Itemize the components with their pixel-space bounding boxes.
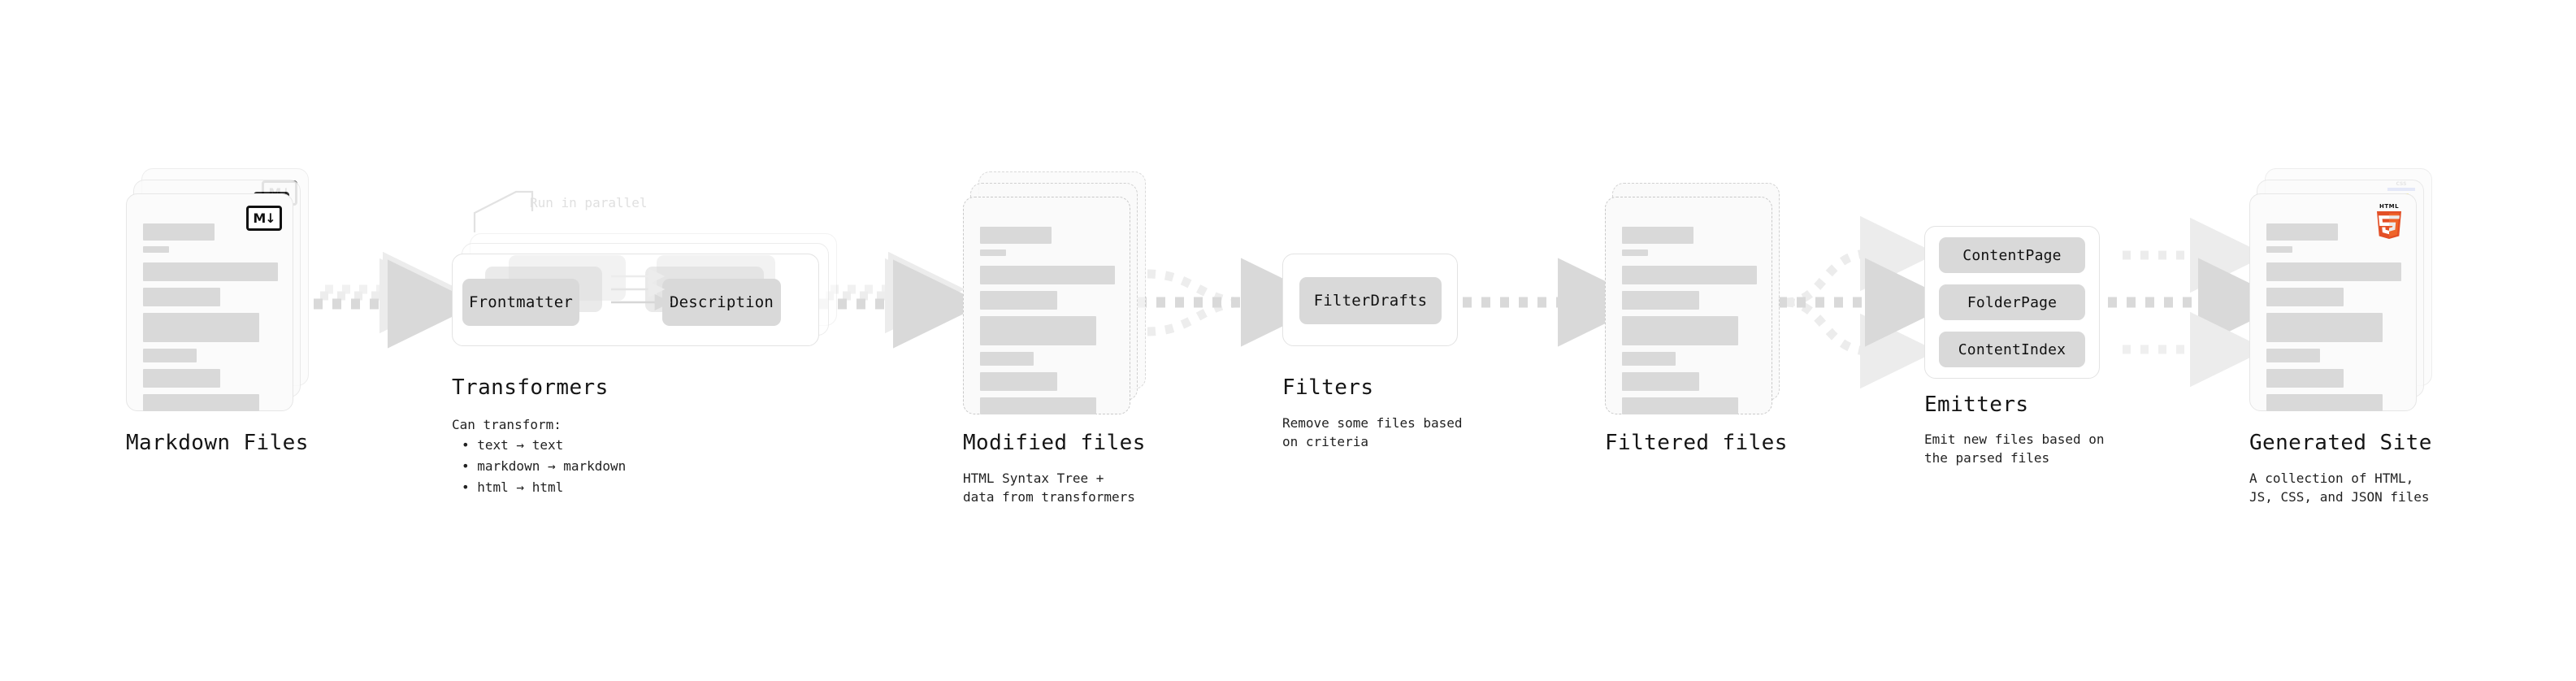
- transformer-pill-label: Frontmatter: [468, 293, 574, 311]
- transformer-inner-arrows: [611, 267, 672, 311]
- markdown-card-front: M↓: [126, 193, 293, 411]
- run-in-parallel-label: Run in parallel: [530, 195, 648, 210]
- filtered-files-title: Filtered files: [1605, 431, 1788, 455]
- markdown-badge-icon: M↓: [246, 206, 282, 231]
- filters-title: Filters: [1282, 375, 1374, 400]
- markdown-files-title: Markdown Files: [126, 431, 309, 455]
- filter-pill-filterdrafts[interactable]: FilterDrafts: [1299, 277, 1442, 324]
- emitters-title: Emitters: [1924, 393, 2029, 417]
- site-card-front: HTML: [2249, 193, 2417, 411]
- html5-badge-icon: HTML: [2374, 204, 2405, 240]
- emitter-pill-label: ContentPage: [1962, 246, 2062, 264]
- arrow-modified-to-filters: [1138, 258, 1332, 347]
- emitters-subtitle: Emit new files based on the parsed files: [1924, 432, 2105, 466]
- emitter-pill-label: ContentIndex: [1958, 340, 2066, 358]
- filter-pill-label: FilterDrafts: [1313, 292, 1428, 310]
- emitter-pill-contentindex[interactable]: ContentIndex: [1939, 332, 2085, 367]
- html5-badge-label: HTML: [2379, 203, 2400, 210]
- transformers-subtitle: Can transform:: [452, 417, 562, 432]
- generated-site-subtitle: A collection of HTML, JS, CSS, and JSON …: [2249, 471, 2430, 505]
- modified-files-title: Modified files: [963, 431, 1146, 455]
- transformer-pill-description[interactable]: Description: [662, 279, 781, 326]
- html5-shield-icon: [2377, 211, 2401, 239]
- modified-files-subtitle: HTML Syntax Tree + data from transformer…: [963, 471, 1135, 505]
- skeleton-bars: [1622, 227, 1757, 414]
- transformers-bullet-0: • text → text: [462, 437, 564, 453]
- emitter-pill-folderpage[interactable]: FolderPage: [1939, 284, 2085, 320]
- transformers-title: Transformers: [452, 375, 609, 400]
- transformer-pill-frontmatter[interactable]: Frontmatter: [462, 279, 579, 326]
- run-in-parallel-pointer: [473, 190, 534, 232]
- filtered-card-front: [1605, 197, 1772, 414]
- transformers-bullet-1: • markdown → markdown: [462, 458, 627, 474]
- transformers-bullet-2: • html → html: [462, 479, 564, 495]
- arrow-transformers-to-modified: [819, 251, 984, 349]
- skeleton-bars: [143, 223, 278, 411]
- filters-subtitle: Remove some files based on criteria: [1282, 415, 1463, 449]
- skeleton-bars: [980, 227, 1115, 414]
- modified-card-front: [963, 197, 1130, 414]
- emitter-pill-label: FolderPage: [1967, 293, 2058, 311]
- generated-site-title: Generated Site: [2249, 431, 2432, 455]
- emitter-pill-contentpage[interactable]: ContentPage: [1939, 237, 2085, 273]
- arrow-emitters-to-site: [2108, 217, 2289, 388]
- arrow-filtered-to-emitters: [1778, 215, 1956, 389]
- arrow-markdown-to-transformers: [314, 251, 479, 349]
- transformer-pill-label: Description: [669, 293, 774, 311]
- skeleton-bars: [2266, 223, 2401, 411]
